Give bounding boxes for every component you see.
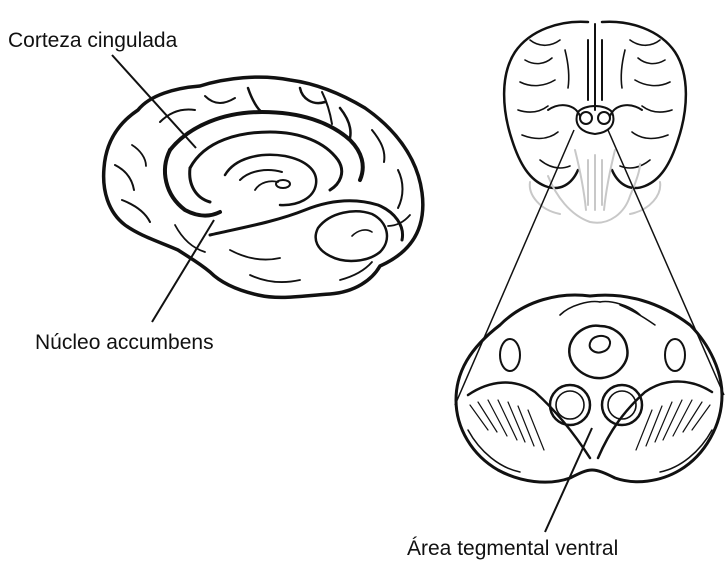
projection-line-left: [455, 130, 574, 405]
accumbens-leader-line: [152, 220, 214, 322]
midbrain-cross-section-icon: [456, 295, 722, 482]
label-nucleus-accumbens: Núcleo accumbens: [35, 332, 214, 353]
brain-medial-sagittal-icon: [104, 77, 423, 297]
label-ventral-tegmental-area: Área tegmental ventral: [407, 538, 618, 559]
label-cingulate-cortex: Corteza cingulada: [8, 30, 177, 51]
cingulate-leader-line: [112, 55, 196, 148]
vta-leader-line: [545, 428, 592, 532]
